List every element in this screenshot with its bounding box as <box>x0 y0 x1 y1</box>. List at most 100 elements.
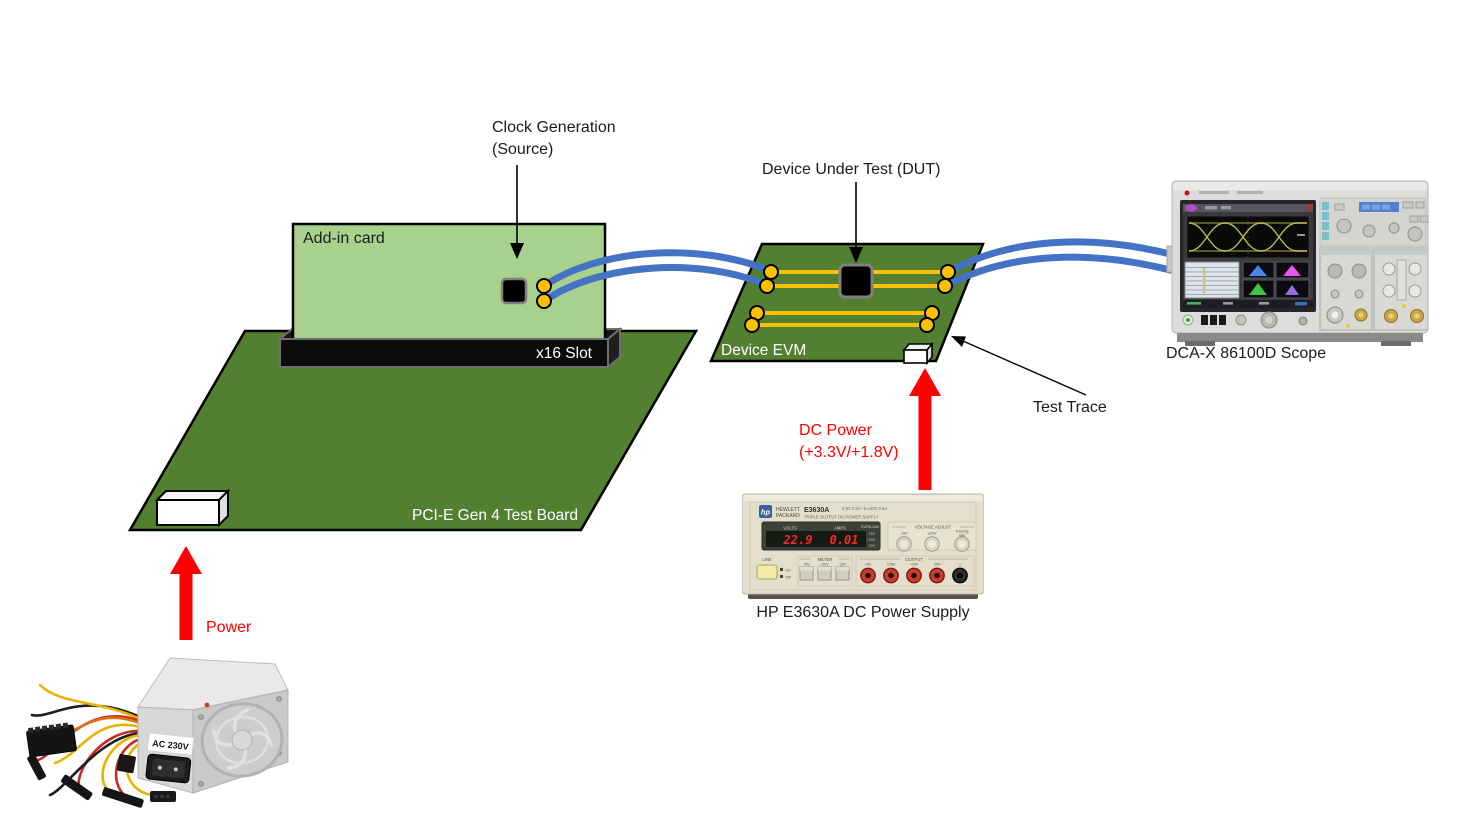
dut-label: Device Under Test (DUT) <box>762 161 941 178</box>
knob3-label-2: ratio <box>959 534 966 538</box>
line-off-label: Off <box>786 576 792 580</box>
trigger-connector <box>1298 316 1308 326</box>
terminal4-label: -20V <box>933 563 941 567</box>
scope-drawing <box>1166 180 1429 346</box>
scope-front-controls <box>1182 311 1308 329</box>
bezel-text-mark <box>1237 191 1263 194</box>
voltage-adjust-label: VOLTAGE ADJUST <box>915 525 952 530</box>
hp-line-group: LINE On Off <box>756 557 792 580</box>
deck-knob <box>1336 218 1352 234</box>
scope-foot <box>1185 341 1215 346</box>
eye-diagram <box>1186 215 1310 259</box>
hp-subtitle: TRIPLE OUTPUT DC POWER SUPPLY <box>804 515 879 520</box>
scope-caption: DCA-X 86100D Scope <box>1166 345 1327 362</box>
evm-power-connector <box>902 341 934 366</box>
terminal5-label: ⊥ <box>959 563 962 567</box>
meter-btn2-label: +20V <box>820 563 829 567</box>
scope-module-left <box>1319 247 1373 331</box>
volts-label: VOLTS <box>783 526 797 531</box>
dca-scope <box>1163 178 1433 350</box>
hp-model: E3630A <box>804 507 829 514</box>
clock-gen-arrow <box>510 165 524 259</box>
hp-top-edge <box>743 495 983 501</box>
atx-psu: AC 230V <box>20 645 325 835</box>
line-label: LINE <box>762 557 772 562</box>
board-power-connector <box>154 488 231 528</box>
knob3-label-1: Tracking <box>956 530 969 534</box>
device-evm-label: Device EVM <box>721 342 807 359</box>
deck-knob <box>1362 224 1376 238</box>
overload-6v: +6V <box>869 532 876 536</box>
usb-port <box>1210 315 1217 325</box>
hp-drawing: hp HEWLETT PACKARD E3630A 0-6V 2.5A / 0-… <box>741 493 985 599</box>
hp-logo-icon <box>759 505 772 518</box>
knob2-label: ±20V <box>928 532 937 536</box>
meter-label: METER <box>818 557 833 562</box>
pcie-board-label: PCI-E Gen 4 Test Board <box>412 507 578 524</box>
volts-readout: 22.9 <box>783 533 813 547</box>
dut-chip <box>838 263 874 299</box>
deck-knob <box>1407 226 1423 242</box>
output-label: OUTPUT <box>905 557 923 562</box>
meter-btn1-label: +6V <box>803 563 810 567</box>
psu-ac-label: AC 230V <box>146 732 195 756</box>
x16-slot-front <box>279 338 609 368</box>
overload-label: OVERLOAD <box>861 525 880 529</box>
cables-evm-to-scope <box>941 238 1174 290</box>
screen-status-bar <box>1183 300 1313 308</box>
dc-power-label-line2: (+3.3V/+1.8V) <box>799 444 899 461</box>
scope-module-right <box>1373 247 1429 331</box>
hp-output-group: OUTPUT +6V COM +20V -20V ⊥ <box>855 555 975 587</box>
dc-power-label-line1: DC Power <box>799 422 872 439</box>
overload-p20v: +20V <box>867 538 876 542</box>
overload-m20v: -20V <box>868 544 876 548</box>
scope-foot <box>1381 341 1411 346</box>
psu-fan <box>200 702 284 778</box>
red-screw <box>204 702 210 708</box>
clock-gen-label: Clock Generation (Source) <box>492 117 616 161</box>
hp-display: VOLTS AMPS OVERLOAD +6V +20V -20V 22.9 0… <box>761 521 881 551</box>
test-trace-label: Test Trace <box>1033 399 1107 416</box>
connector-pads <box>536 264 956 333</box>
screen-close-icon <box>1307 205 1312 210</box>
hp-meter-group: METER +6V +20V -20V <box>797 555 853 587</box>
hp-logo-text: hp <box>761 508 771 517</box>
line-on-label: On <box>786 569 791 573</box>
histogram-tiles <box>1242 261 1310 299</box>
terminal3-label: +20V <box>910 563 919 567</box>
deck-knob <box>1388 222 1400 234</box>
hp-brand-2: PACKARD <box>776 513 800 519</box>
atx-drawing: AC 230V <box>26 657 289 808</box>
dut-arrow <box>849 182 863 263</box>
terminal2-label: COM <box>887 563 895 567</box>
clock-generator-chip <box>500 277 528 305</box>
knob1-label: +6V <box>901 532 908 536</box>
hp-branding: hp HEWLETT PACKARD E3630A 0-6V 2.5A / 0-… <box>759 505 887 520</box>
meter-btn3-label: -20V <box>839 563 847 567</box>
scope-top-edge <box>1173 182 1427 190</box>
screen-menu-oval <box>1185 204 1197 212</box>
addin-card-label: Add-in card <box>303 230 385 247</box>
scope-control-deck <box>1319 197 1429 247</box>
dc-power-arrow <box>909 368 941 490</box>
bezel-text-mark <box>1199 191 1229 194</box>
scope-screen <box>1180 200 1316 312</box>
usb-port <box>1219 315 1226 325</box>
hp-spec: 0-6V 2.5A / 0-±20V 0.5A <box>842 506 887 511</box>
scope-base <box>1177 333 1423 342</box>
hp-voltage-adjust: VOLTAGE ADJUST +6V ±20V Tracking ratio <box>887 521 977 552</box>
psu-ac-inlet <box>145 753 192 784</box>
front-knob-small <box>1235 314 1247 326</box>
dc-power-label: DC Power (+3.3V/+1.8V) <box>799 420 899 464</box>
usb-port <box>1201 315 1208 325</box>
power-label: Power <box>206 619 252 636</box>
measurement-table <box>1184 261 1240 299</box>
hp-brand-1: HEWLETT <box>776 507 800 513</box>
clock-gen-label-line1: Clock Generation <box>492 119 616 136</box>
ac-voltage-text: AC 230V <box>152 738 189 752</box>
line-power-button[interactable] <box>756 564 778 580</box>
x16-slot-label: x16 Slot <box>535 345 592 362</box>
terminal1-label: +6V <box>865 563 872 567</box>
